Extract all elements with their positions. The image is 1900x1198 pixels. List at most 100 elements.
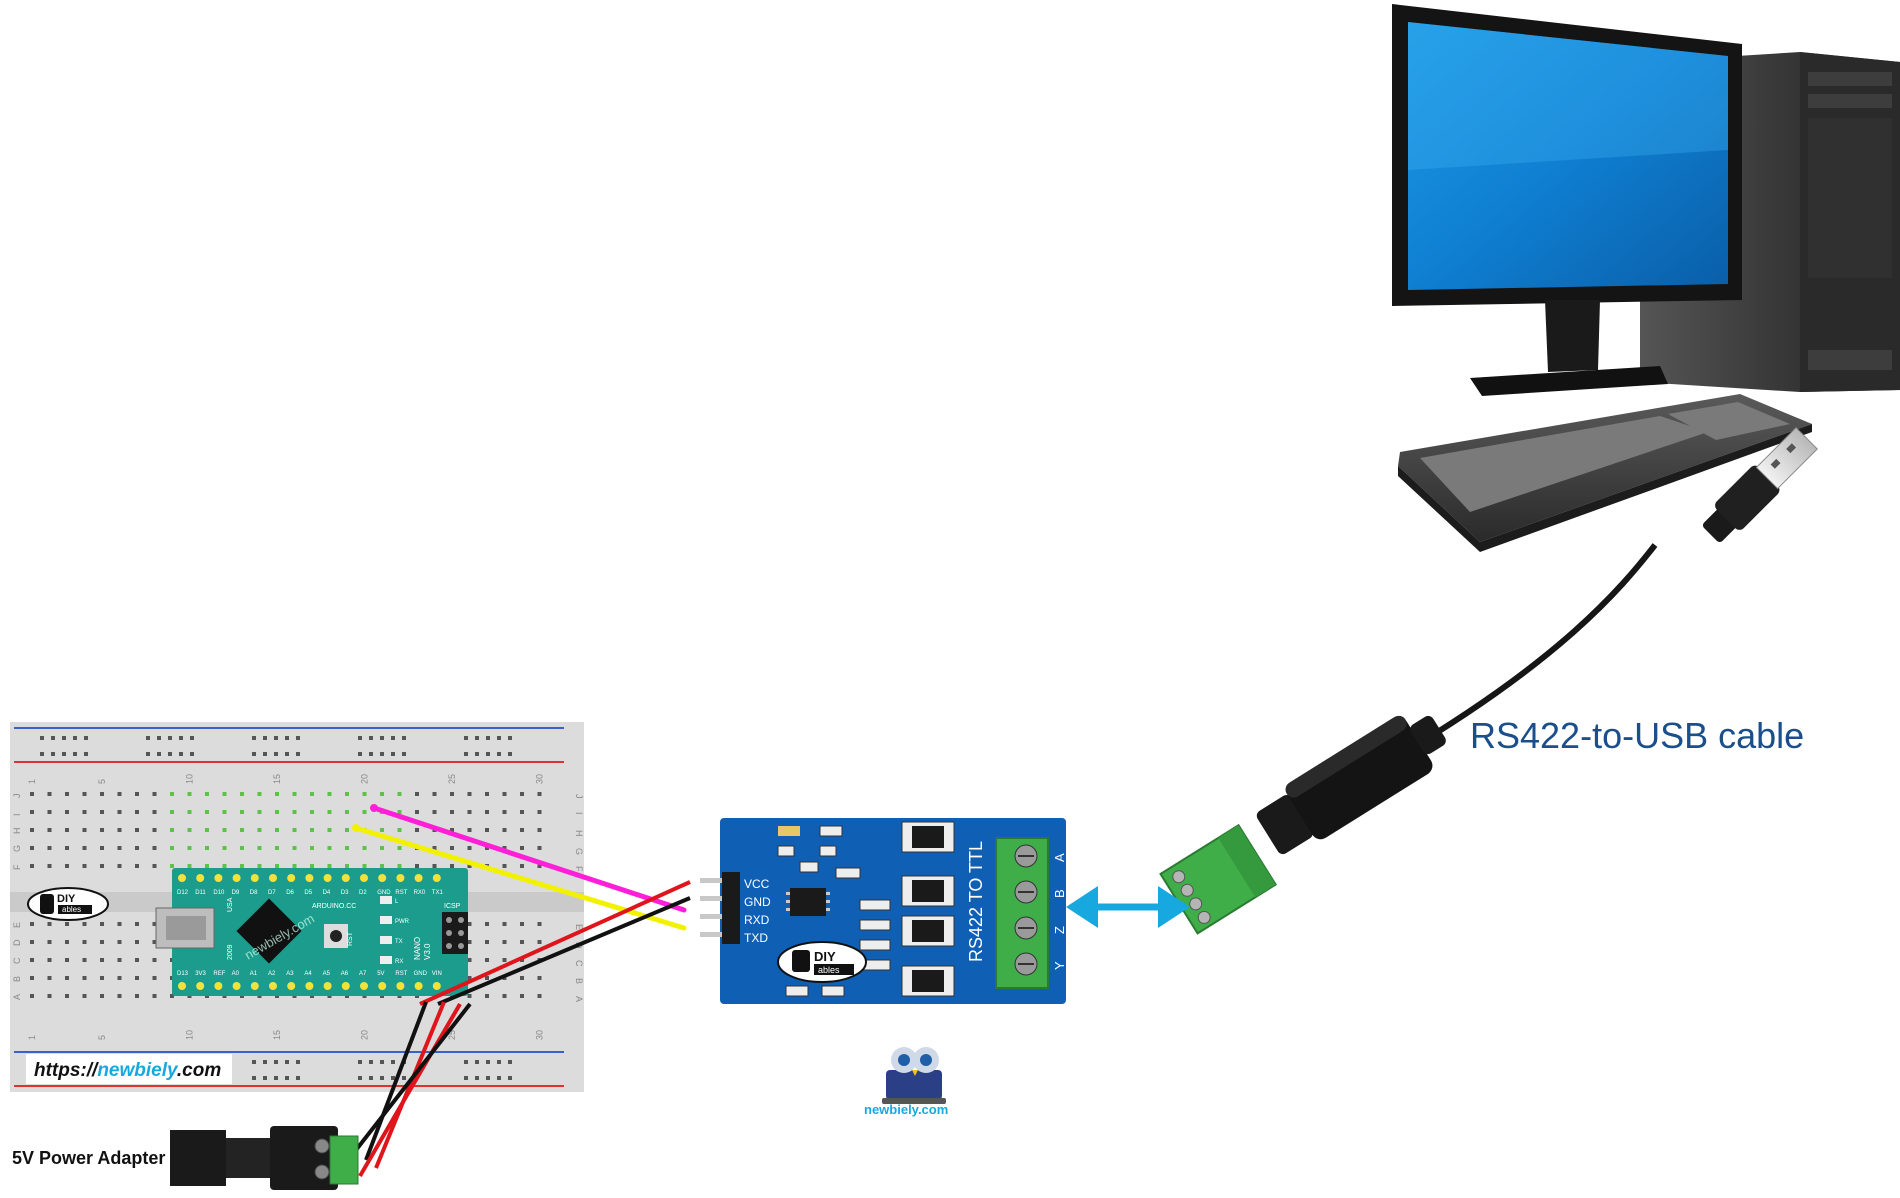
pc-keyboard bbox=[1398, 394, 1812, 552]
column-number: 30 bbox=[535, 1030, 545, 1040]
owl-logo-icon bbox=[882, 1047, 946, 1104]
dongle-terminal-block bbox=[1159, 823, 1278, 935]
wire-black-power bbox=[364, 1001, 428, 1161]
column-number: 25 bbox=[447, 1030, 457, 1040]
nano-top-pin bbox=[269, 874, 277, 882]
nano-top-pin-label: D3 bbox=[341, 890, 349, 896]
rs422-usb-cable bbox=[1159, 427, 1818, 935]
column-number: 20 bbox=[360, 774, 370, 784]
nano-top-pin bbox=[232, 874, 241, 882]
nano-bottom-pin bbox=[250, 982, 259, 990]
column-number: 1 bbox=[27, 779, 37, 784]
nano-top-pin bbox=[323, 874, 332, 882]
nano-bottom-pin-label: D13 bbox=[177, 971, 189, 977]
column-number: 30 bbox=[535, 774, 545, 784]
nano-bottom-pin-label: A2 bbox=[268, 971, 276, 977]
nano-top-pin bbox=[360, 874, 368, 882]
nano-top-pin-label: D2 bbox=[359, 890, 367, 896]
row-letter: C bbox=[574, 960, 584, 967]
power-adapter bbox=[170, 1126, 359, 1190]
wires bbox=[352, 804, 691, 1178]
bidirectional-arrow-icon bbox=[1066, 886, 1190, 928]
breadboard-diyables-logo: DIY ables bbox=[27, 887, 109, 921]
nano-top-pin-label: TX1 bbox=[432, 890, 444, 896]
nano-bottom-pin-label: A0 bbox=[232, 971, 240, 977]
watermark-text: newbiely.com bbox=[864, 1102, 948, 1117]
svg-text:https://newbiely.com: https://newbiely.com bbox=[34, 1060, 221, 1081]
nano-top-pin bbox=[341, 874, 350, 882]
nano-top-pin-label: D5 bbox=[304, 890, 312, 896]
module-header-pins bbox=[700, 878, 722, 937]
nano-country: USA bbox=[227, 897, 234, 912]
nano-bottom-pin bbox=[178, 982, 186, 990]
row-letter: H bbox=[574, 830, 584, 837]
nano-top-pin-label: GND bbox=[377, 890, 391, 896]
module-title: RS422 TO TTL bbox=[966, 841, 986, 962]
nano-rst: RST bbox=[347, 931, 354, 946]
nano-bottom-pin-label: A5 bbox=[323, 971, 331, 977]
nano-bottom-pin-label: A6 bbox=[341, 971, 349, 977]
nano-top-pin bbox=[214, 874, 223, 882]
svg-text:ables: ables bbox=[818, 965, 840, 975]
row-letter: J bbox=[574, 794, 584, 799]
nano-top-pin-label: RST bbox=[395, 890, 407, 896]
nano-bottom-pin-label: GND bbox=[414, 971, 428, 977]
nano-top-pin-label: D4 bbox=[323, 890, 331, 896]
nano-led-pwr: PWR bbox=[395, 919, 410, 925]
row-letter: B bbox=[574, 978, 584, 984]
usb-plug-icon bbox=[1702, 427, 1818, 543]
nano-top-pin bbox=[287, 874, 296, 882]
nano-bottom-pin bbox=[432, 982, 441, 990]
nano-icsp: ICSP bbox=[444, 903, 461, 910]
nano-model: NANO bbox=[413, 937, 422, 960]
row-letter: H bbox=[12, 828, 22, 835]
url-prefix: https:// bbox=[34, 1060, 99, 1081]
row-letter: I bbox=[12, 813, 22, 816]
column-number: 25 bbox=[447, 774, 457, 784]
row-letter: I bbox=[574, 812, 584, 815]
nano-bottom-pin-label: 3V3 bbox=[195, 971, 206, 977]
nano-bottom-pin-label: 5V bbox=[377, 971, 384, 977]
row-letter: E bbox=[12, 922, 22, 928]
nano-top-pin bbox=[432, 874, 441, 882]
row-letter: F bbox=[574, 866, 584, 872]
pin-label-gnd: GND bbox=[744, 895, 771, 909]
nano-bottom-pin bbox=[232, 982, 241, 990]
wire-red-power-2 bbox=[358, 1002, 462, 1178]
nano-top-pin bbox=[396, 874, 405, 882]
nano-led-l: L bbox=[395, 899, 399, 905]
row-letter: E bbox=[574, 924, 584, 930]
nano-led-rx: RX bbox=[395, 959, 403, 965]
nano-top-pin-label: D12 bbox=[177, 890, 189, 896]
nano-bottom-pin-label: REF bbox=[213, 971, 225, 977]
row-letter: J bbox=[12, 794, 22, 799]
nano-bottom-pin-label: A4 bbox=[304, 971, 312, 977]
nano-bottom-pin bbox=[396, 982, 405, 990]
row-letter: G bbox=[574, 848, 584, 855]
nano-version: V3.0 bbox=[423, 943, 432, 960]
nano-top-pin bbox=[378, 874, 387, 882]
svg-text:DIY: DIY bbox=[814, 949, 836, 964]
nano-bottom-pin bbox=[269, 982, 277, 990]
nano-top-pin-label: D9 bbox=[232, 890, 240, 896]
column-number: 15 bbox=[272, 774, 282, 784]
nano-bottom-pin bbox=[196, 982, 205, 990]
nano-year: 2009 bbox=[227, 944, 234, 960]
row-letter: G bbox=[12, 845, 22, 852]
pin-label-txd: TXD bbox=[744, 931, 768, 945]
column-number: 20 bbox=[360, 1030, 370, 1040]
row-letter: F bbox=[12, 864, 22, 870]
nano-top-pin-label: D11 bbox=[195, 890, 206, 896]
nano-top-pin-label: D10 bbox=[213, 890, 225, 896]
row-letter: B bbox=[12, 976, 22, 982]
usb-converter-dongle bbox=[1256, 715, 1446, 855]
column-number: 10 bbox=[185, 774, 195, 784]
wire-red-5v bbox=[419, 880, 691, 1006]
nano-bottom-pin bbox=[341, 982, 350, 990]
pc-monitor bbox=[1392, 4, 1742, 396]
nano-bottom-pin-label: A7 bbox=[359, 971, 367, 977]
nano-top-pin bbox=[196, 874, 205, 882]
